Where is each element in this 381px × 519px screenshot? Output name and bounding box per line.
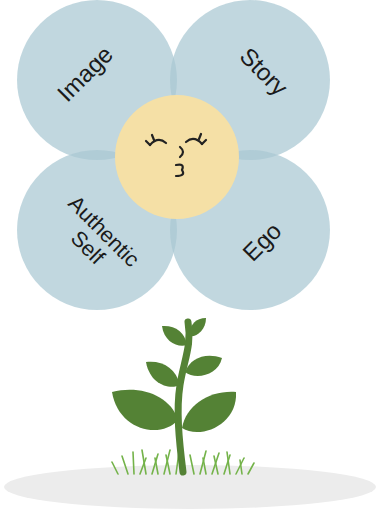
- petal-fill: [17, 0, 177, 160]
- petal-fill: [17, 150, 177, 310]
- petal-shape: [170, 150, 330, 310]
- ground-shadow: [4, 465, 376, 509]
- leaves: [112, 318, 236, 432]
- petal-shape: [17, 0, 177, 160]
- petal-circle: Image: [17, 0, 177, 160]
- petal-circle: Story: [170, 0, 330, 160]
- petal-shape: [170, 0, 330, 160]
- petal-circle: Authentic Self: [17, 150, 177, 310]
- flower-center: [115, 95, 239, 219]
- face-features: [146, 134, 206, 176]
- petal-circle: Ego: [170, 150, 330, 310]
- petal-fill: [170, 0, 330, 160]
- petal-fill: [170, 150, 330, 310]
